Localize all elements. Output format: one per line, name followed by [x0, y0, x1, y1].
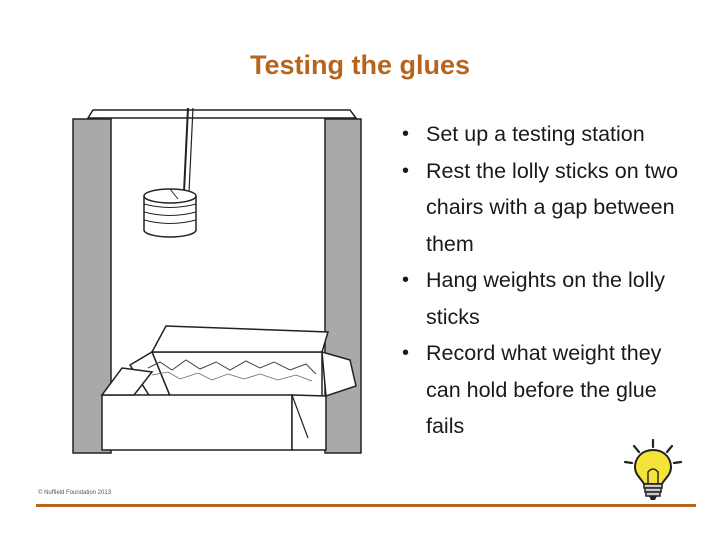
copyright-notice: © Nuffield Foundation 2013 — [38, 490, 112, 496]
footer-rule — [36, 504, 696, 507]
bullet-list: •Set up a testing station •Rest the loll… — [400, 116, 700, 445]
bullet-item: •Set up a testing station — [400, 116, 700, 153]
bullet-item: •Record what weight they can hold before… — [400, 335, 700, 445]
lightbulb-icon — [623, 438, 683, 500]
bullet-item: •Hang weights on the lolly sticks — [400, 262, 700, 335]
bullet-dot-icon: • — [402, 342, 410, 364]
slide-title: Testing the glues — [249, 50, 471, 80]
bullet-dot-icon: • — [402, 123, 410, 145]
bullet-dot-icon: • — [402, 269, 410, 291]
weight-stack — [143, 188, 197, 238]
testing-station-illustration — [72, 107, 362, 454]
bullet-dot-icon: • — [402, 159, 410, 182]
padded-box — [100, 325, 357, 451]
bullet-item: •Rest the lolly sticks on two chairs wit… — [400, 153, 700, 263]
